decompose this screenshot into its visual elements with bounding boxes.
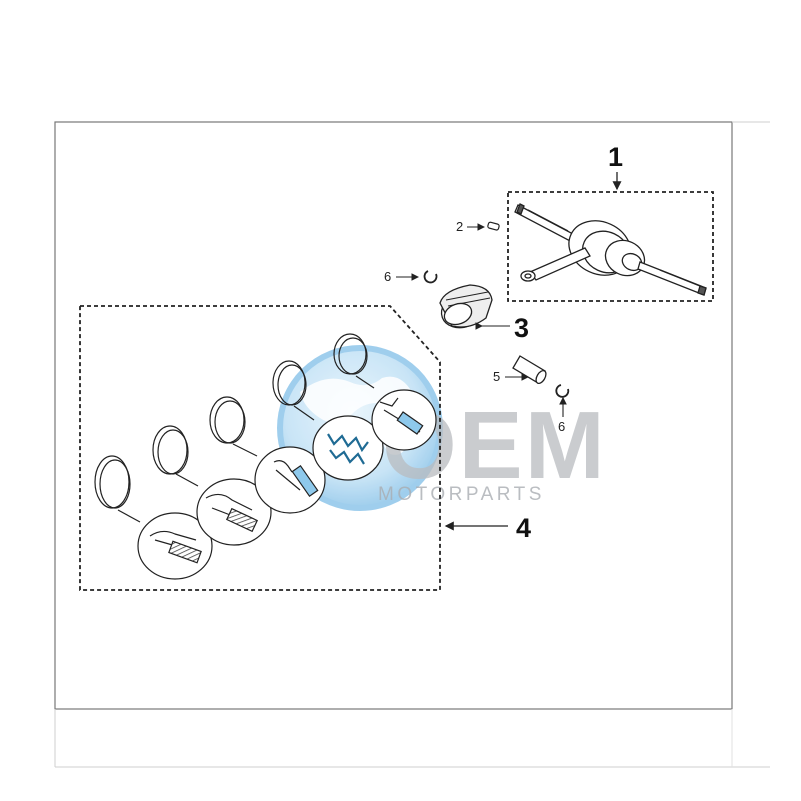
watermark-tagline: MOTORPARTS — [378, 484, 545, 505]
callout-1: 1 — [608, 142, 623, 172]
piston-rings-group: 4 — [79, 305, 531, 591]
crankshaft-dashed-box — [507, 191, 714, 302]
callout-3: 3 — [514, 313, 529, 343]
ring-set-1 — [94, 455, 213, 580]
part-6-lower: 6 — [555, 384, 570, 434]
callout-6-upper: 6 — [384, 269, 391, 284]
callout-4: 4 — [516, 513, 531, 543]
ring-set-4 — [272, 360, 384, 481]
callout-6-lower: 6 — [558, 419, 565, 434]
rings-dashed-box — [79, 305, 441, 591]
page-frame — [54, 121, 770, 768]
callout-5: 5 — [493, 369, 500, 384]
part-3-piston: 3 — [439, 284, 529, 343]
ring-set-5 — [333, 333, 437, 451]
callout-2: 2 — [456, 219, 463, 234]
part-6-upper: 6 — [384, 269, 438, 284]
crankshaft-drawing — [514, 203, 707, 296]
ring-set-3 — [209, 396, 326, 514]
part-5-pin: 5 — [493, 355, 547, 385]
ring-set-2 — [152, 425, 272, 546]
crankshaft-group: 1 — [507, 142, 714, 302]
part-2: 2 — [456, 219, 500, 234]
